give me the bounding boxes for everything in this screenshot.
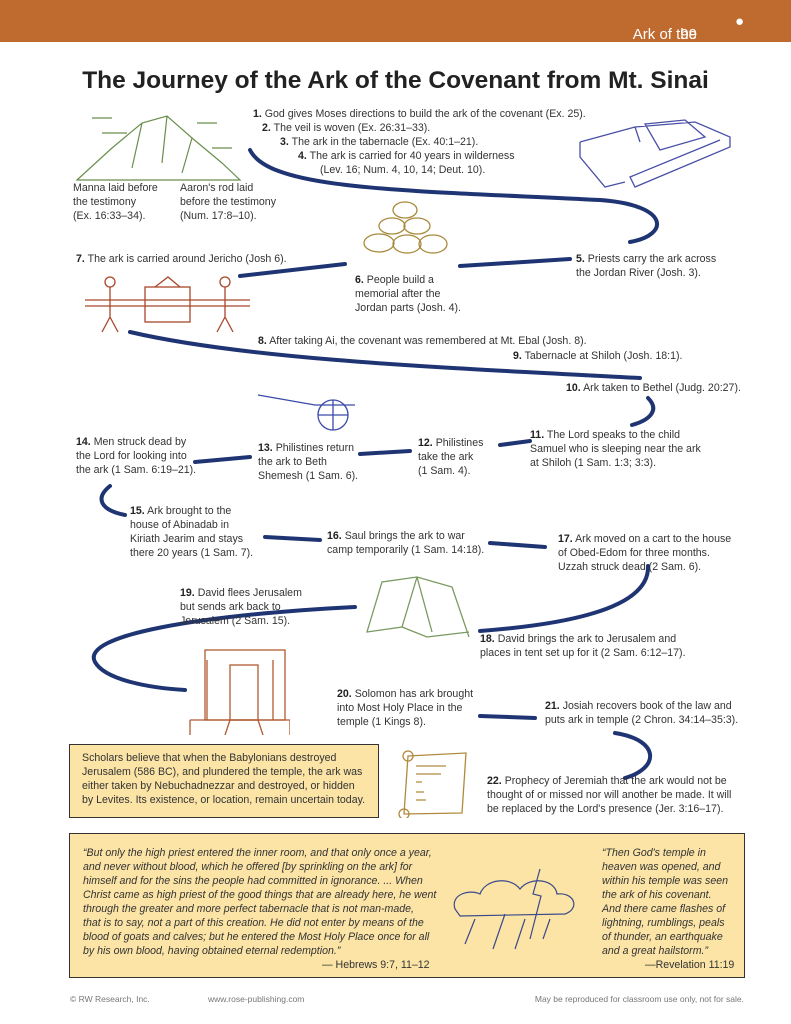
journey-step-1: 1. God gives Moses directions to build t… (253, 108, 586, 120)
note-line: by Levites. Its existence, or location, … (82, 794, 366, 806)
tent-icon (366, 576, 470, 638)
note-line: Scholars believe that when the Babylonia… (82, 752, 337, 764)
stone-memorial-icon (363, 201, 448, 254)
footer-notice: May be reproduced for classroom use only… (534, 994, 744, 1004)
scroll-icon (398, 750, 467, 818)
note-line: either taken by Nebuchadnezzar and destr… (82, 780, 355, 792)
tabernacle-icon (579, 119, 731, 188)
journey-step-4: 4. The ark is carried for 40 years in wi… (298, 150, 515, 176)
header-text: Ark of the Covenant ● 99 (632, 13, 744, 61)
scholars-note-box: Scholars believe that when the Babylonia… (69, 744, 379, 818)
temple-icon (189, 649, 290, 735)
note-line: Jerusalem (586 BC), and plundered the te… (82, 766, 363, 778)
footer-copyright: © RW Research, Inc. (70, 994, 150, 1004)
page-header: Ark of the Covenant ● 99 (0, 0, 791, 61)
ark-carried-icon (85, 276, 250, 333)
journey-step-22: 22. Prophecy of Jeremiah that the ark wo… (487, 775, 732, 815)
cart-icon (257, 394, 355, 431)
journey-step-2: 2. The veil is woven (Ex. 26:31–33). (262, 122, 431, 134)
journey-step-18: 18. David brings the ark to Jerusalem an… (480, 633, 686, 659)
hebrews-quote: “But only the high priest entered the in… (83, 847, 437, 957)
page-title: The Journey of the Ark of the Covenant f… (82, 67, 709, 94)
journey-step-9: 9. Tabernacle at Shiloh (Josh. 18:1). (513, 350, 683, 362)
section-title: Ark of the Covenant (632, 26, 698, 61)
journey-step-8: 8. After taking Ai, the covenant was rem… (258, 335, 587, 347)
revelation-reference: —Revelation 11:19 (645, 959, 735, 971)
quotes-box: “But only the high priest entered the in… (69, 833, 745, 978)
journey-step-7: 7. The ark is carried around Jericho (Jo… (76, 253, 287, 265)
storm-cloud-icon (453, 868, 575, 950)
footer-url[interactable]: www.rose-publishing.com (208, 994, 305, 1004)
page-number: 99 (680, 26, 697, 43)
journey-step-3: 3. The ark in the tabernacle (Ex. 40:1–2… (280, 136, 479, 148)
hebrews-reference: — Hebrews 9:7, 11–12 (322, 959, 430, 971)
journey-step-10: 10. Ark taken to Bethel (Judg. 20:27). (566, 382, 741, 394)
mount-sinai-icon (75, 115, 242, 181)
